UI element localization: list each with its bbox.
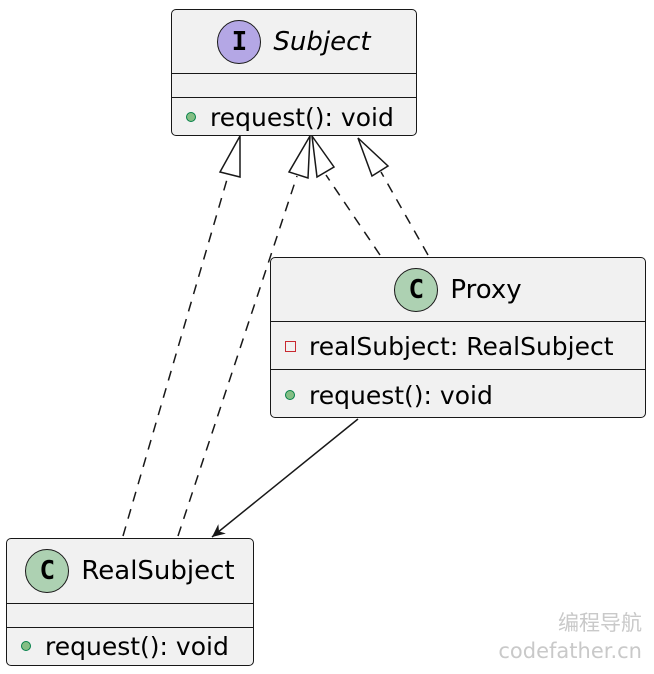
class-header: I Subject (172, 10, 416, 73)
association-edge-proxy-realsubject (211, 418, 359, 538)
interface-badge-icon: I (217, 19, 262, 64)
proxy-class-box[interactable]: C Proxy realSubject: RealSubject request… (270, 257, 646, 418)
divider (172, 73, 416, 74)
realization-edge-realsubject-subject (122, 133, 241, 537)
class-badge-icon: C (394, 268, 439, 312)
divider (271, 321, 645, 322)
watermark-title: 编程导航 (558, 611, 642, 635)
realization-edge-proxy-subject (311, 135, 381, 256)
realization-triangle (287, 135, 311, 180)
method-signature: request(): void (210, 102, 394, 132)
realization-edge-proxy-subject-2 (357, 137, 429, 256)
class-name: Subject (273, 26, 371, 57)
realization-triangle (357, 137, 390, 178)
method-row: request(): void (285, 378, 493, 412)
divider (7, 603, 253, 604)
subject-interface-box[interactable]: I Subject request(): void (171, 9, 417, 136)
class-name: Proxy (450, 275, 522, 305)
class-header: C RealSubject (7, 539, 253, 603)
class-badge-icon: C (25, 549, 70, 593)
method-row: request(): void (21, 629, 229, 663)
watermark-url: codefather.cn (498, 639, 642, 663)
divider (271, 369, 645, 370)
class-name: RealSubject (81, 556, 235, 586)
public-visibility-icon (186, 112, 196, 122)
divider (7, 627, 253, 628)
public-visibility-icon (21, 641, 31, 651)
realization-edge-realsubject-subject-2 (177, 135, 311, 537)
class-header: C Proxy (271, 258, 645, 322)
public-visibility-icon (285, 390, 295, 400)
method-signature: request(): void (309, 380, 493, 410)
realization-triangle (311, 135, 336, 179)
realization-triangle (218, 133, 241, 178)
field-row: realSubject: RealSubject (285, 329, 614, 363)
field-signature: realSubject: RealSubject (309, 331, 614, 361)
divider (172, 97, 416, 98)
method-row: request(): void (186, 101, 394, 133)
realsubject-class-box[interactable]: C RealSubject request(): void (6, 538, 254, 666)
private-visibility-icon (285, 340, 296, 352)
method-signature: request(): void (45, 631, 229, 661)
